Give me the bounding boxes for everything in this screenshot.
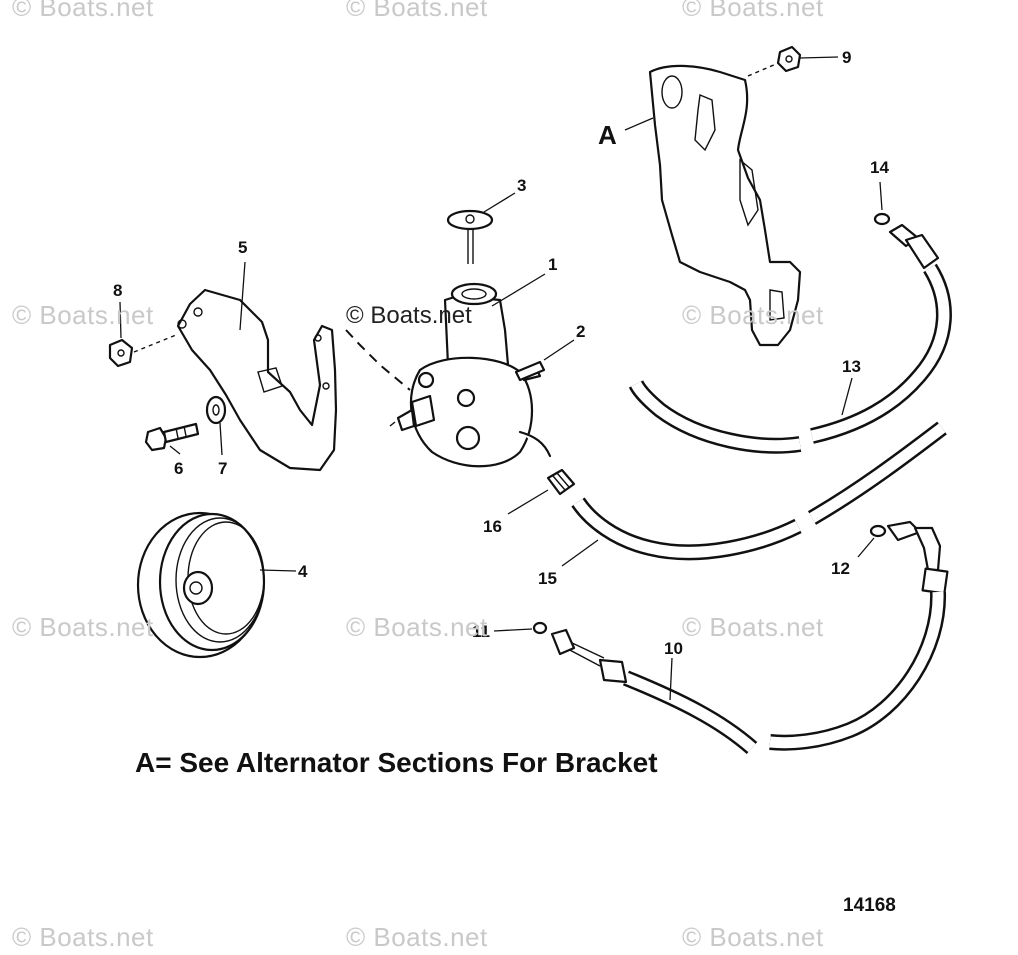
bracket-note: A= See Alternator Sections For Bracket <box>135 747 658 778</box>
callout-1: 1 <box>548 255 557 274</box>
fitting-16 <box>507 468 576 515</box>
nut-8 <box>108 301 177 368</box>
callout-16: 16 <box>483 517 502 536</box>
callout-5: 5 <box>238 238 247 257</box>
watermark: © Boats.net <box>346 612 488 642</box>
watermark: © Boats.net <box>682 0 824 22</box>
pump-bracket-5 <box>176 261 338 472</box>
watermark: © Boats.net <box>12 0 154 22</box>
callout-14: 14 <box>870 158 889 177</box>
callout-13: 13 <box>842 357 861 376</box>
callout-8: 8 <box>113 281 122 300</box>
watermark: © Boats.net <box>682 612 824 642</box>
callout-9: 9 <box>842 48 851 67</box>
watermark: © Boats.net <box>682 300 824 330</box>
washer-7 <box>205 395 227 456</box>
callout-10: 10 <box>664 639 683 658</box>
callout-6: 6 <box>174 459 183 478</box>
callout-2: 2 <box>576 322 585 341</box>
center-watermark: © Boats.net <box>346 302 472 329</box>
hose-13 <box>628 223 952 454</box>
pulley-4 <box>136 511 297 659</box>
bracket-a-label: A <box>598 120 617 150</box>
watermark: © Boats.net <box>12 300 154 330</box>
mounting-line <box>345 329 411 391</box>
hose-15 <box>561 421 947 567</box>
watermark: © Boats.net <box>12 922 154 952</box>
bolt-6 <box>144 422 200 455</box>
alternator-bracket-a <box>624 64 802 347</box>
nut-9 <box>747 45 839 77</box>
stud-2 <box>514 339 575 382</box>
watermark: © Boats.net <box>346 0 488 22</box>
callout-11: 11 <box>472 622 490 641</box>
callout-7: 7 <box>218 459 227 478</box>
callout-4: 4 <box>298 562 308 581</box>
o-ring-11 <box>493 621 548 635</box>
watermark: © Boats.net <box>346 922 488 952</box>
power-steering-pump-1 <box>389 273 552 468</box>
o-ring-12 <box>857 524 887 558</box>
figure-number: 14168 <box>843 895 896 916</box>
o-ring-14 <box>873 181 891 226</box>
callout-12: 12 <box>831 559 850 578</box>
callout-15: 15 <box>538 569 557 588</box>
callout-3: 3 <box>517 176 526 195</box>
hose-10 <box>550 520 949 755</box>
watermark: © Boats.net <box>12 612 154 642</box>
reservoir-cap-3 <box>446 192 516 264</box>
watermark: © Boats.net <box>682 922 824 952</box>
